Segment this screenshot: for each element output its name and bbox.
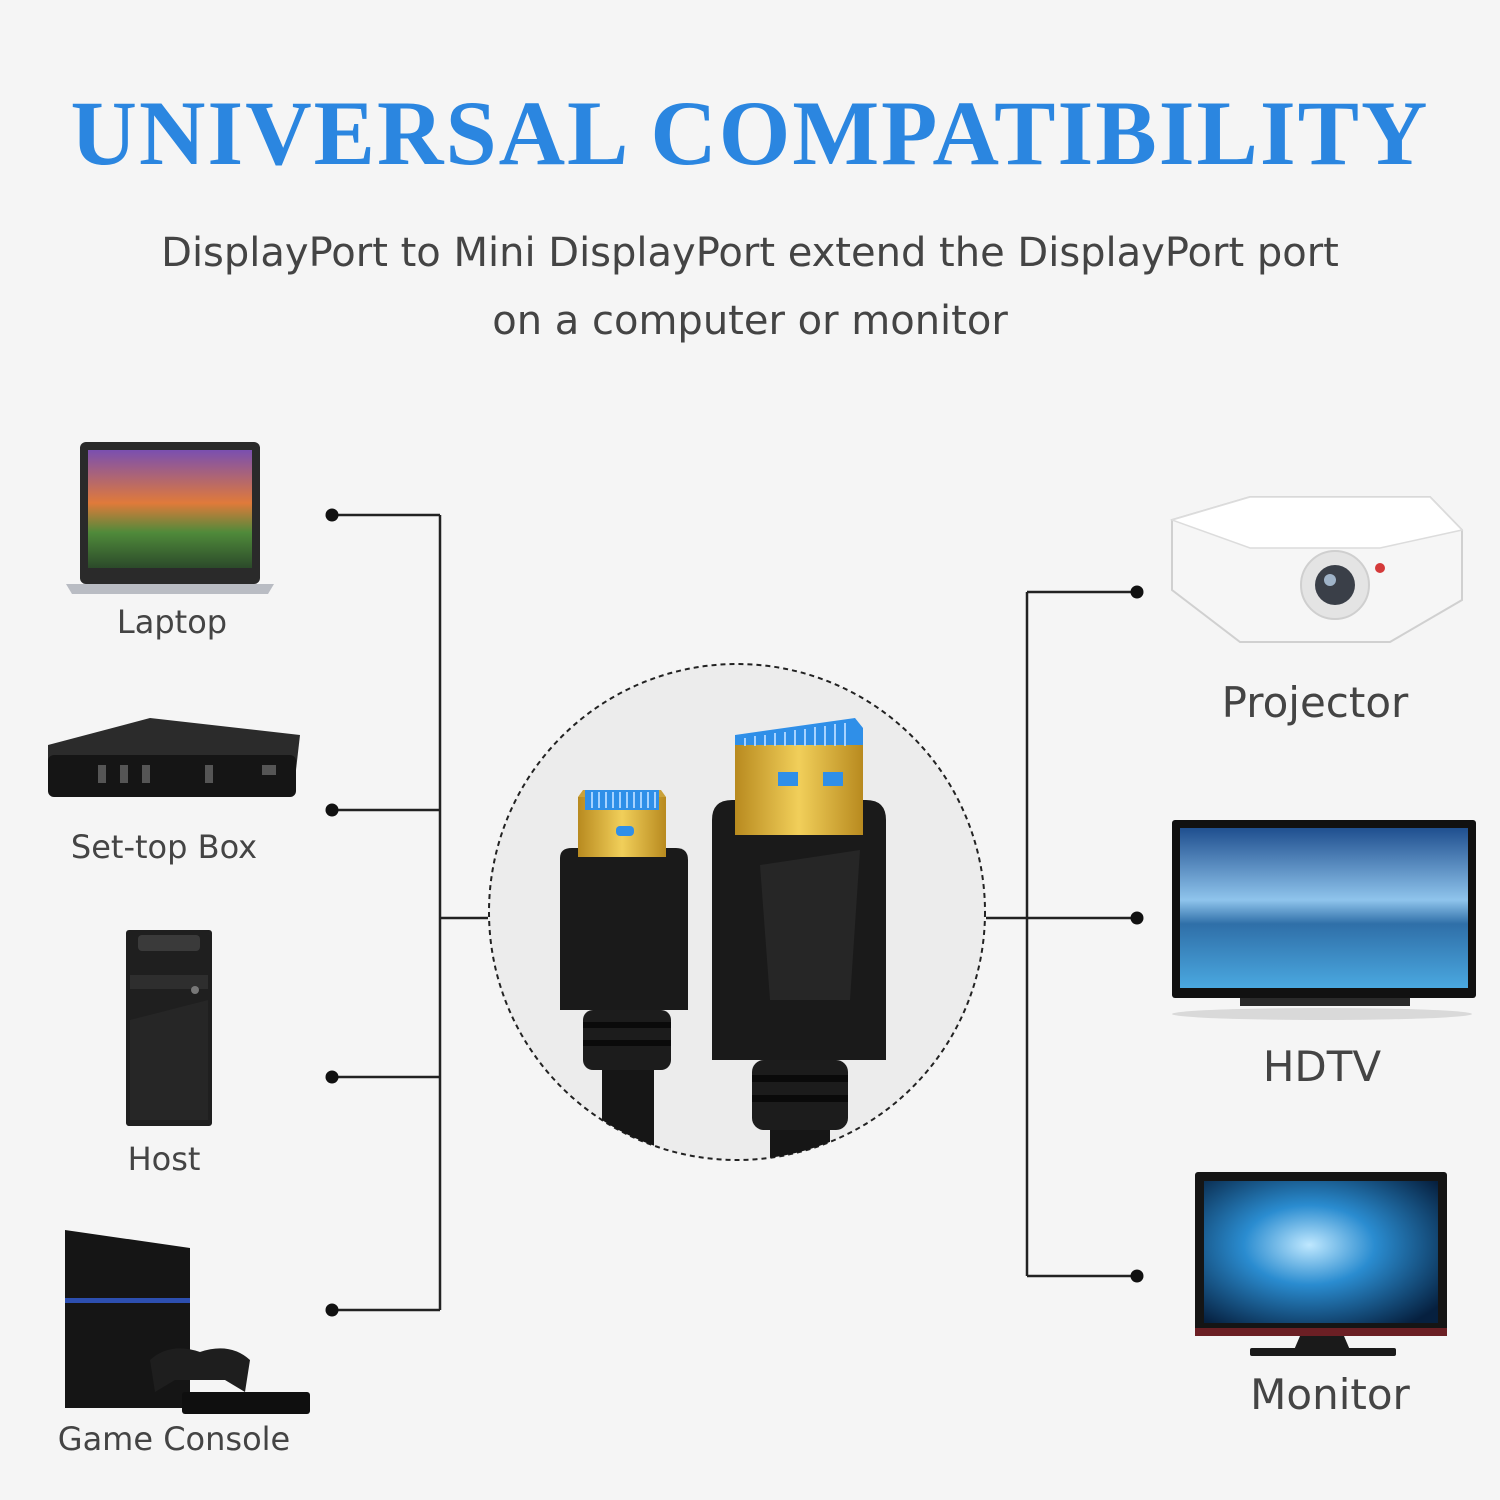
game-console-label: Game Console: [57, 1420, 291, 1458]
connector-dot-projector: [1130, 585, 1144, 599]
subtitle-line-1: DisplayPort to Mini DisplayPort extend t…: [161, 230, 1339, 276]
projector-label: Projector: [1221, 678, 1409, 727]
cable-closeup: [488, 663, 986, 1161]
page-title: UNIVERSAL COMPATIBILITY: [70, 82, 1430, 184]
hdtv-icon: [1172, 820, 1476, 1020]
right-connector-lines: [986, 590, 1137, 1278]
set-top-box-label: Set-top Box: [70, 828, 258, 866]
set-top-box-icon: [48, 718, 300, 797]
connector-dot-set-top-box: [325, 803, 339, 817]
monitor-icon: [1195, 1172, 1447, 1356]
host-label: Host: [127, 1140, 201, 1178]
connector-dot-laptop: [325, 508, 339, 522]
subtitle-line-2: on a computer or monitor: [492, 298, 1008, 344]
connector-dot-hdtv: [1130, 911, 1144, 925]
hdtv-label: HDTV: [1262, 1042, 1382, 1091]
laptop-label: Laptop: [116, 603, 228, 641]
connector-dot-game-console: [325, 1303, 339, 1317]
connector-dot-monitor: [1130, 1269, 1144, 1283]
projector-icon: [1169, 496, 1464, 643]
desktop-tower-icon: [126, 930, 212, 1126]
monitor-label: Monitor: [1250, 1370, 1410, 1419]
connector-dot-host: [325, 1070, 339, 1084]
left-connector-lines: [332, 513, 488, 1312]
game-console-icon: [65, 1230, 310, 1414]
laptop-icon: [66, 442, 274, 594]
